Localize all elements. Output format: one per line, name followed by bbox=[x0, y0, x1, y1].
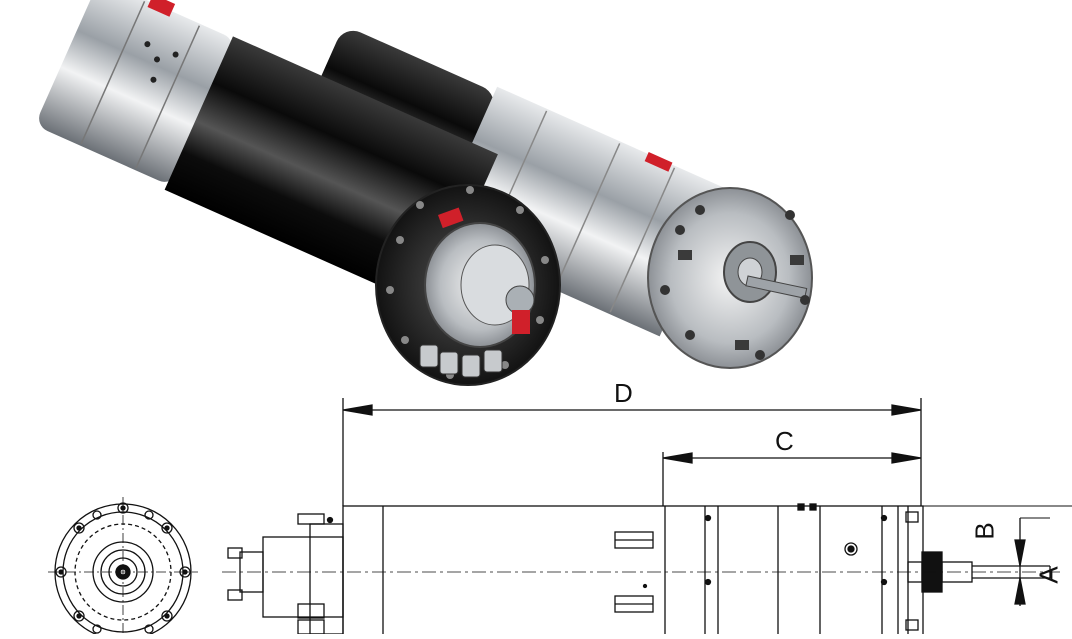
red-tab-icon bbox=[147, 0, 176, 17]
dimension-d-label: D bbox=[614, 378, 633, 408]
dimension-c-label: C bbox=[775, 426, 794, 456]
side-view-drawing bbox=[222, 503, 1072, 639]
dimension-b-label: B bbox=[969, 522, 1000, 540]
front-view-drawing bbox=[48, 497, 198, 639]
spindle-rear-photo bbox=[39, 0, 561, 386]
red-tab-icon bbox=[644, 151, 673, 172]
dimension-lines bbox=[342, 398, 1026, 606]
dimension-a-label: A bbox=[1033, 566, 1064, 584]
